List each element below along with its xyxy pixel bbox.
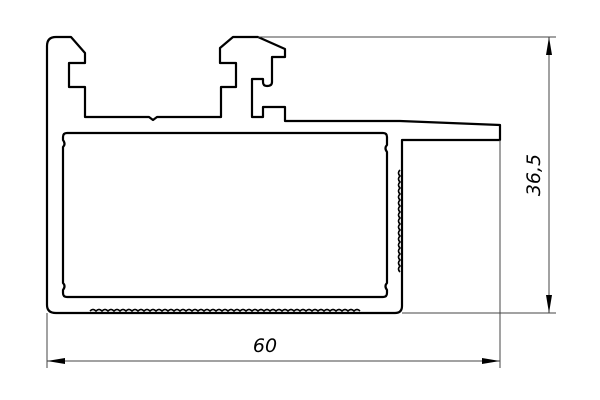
dimension-lines xyxy=(46,36,556,368)
height-dimension-label: 36,5 xyxy=(523,154,545,196)
arrow-up xyxy=(546,37,552,55)
width-dimension-label: 60 xyxy=(253,335,277,357)
arrow-down xyxy=(546,295,552,313)
inner-cavity xyxy=(61,131,389,299)
dimension-arrows xyxy=(47,37,552,364)
side-serration xyxy=(397,169,401,273)
arrow-right xyxy=(482,358,500,364)
arrow-left xyxy=(47,358,65,364)
profile-outline xyxy=(45,35,502,315)
outer-contour xyxy=(45,35,502,315)
bottom-serration xyxy=(89,308,361,312)
